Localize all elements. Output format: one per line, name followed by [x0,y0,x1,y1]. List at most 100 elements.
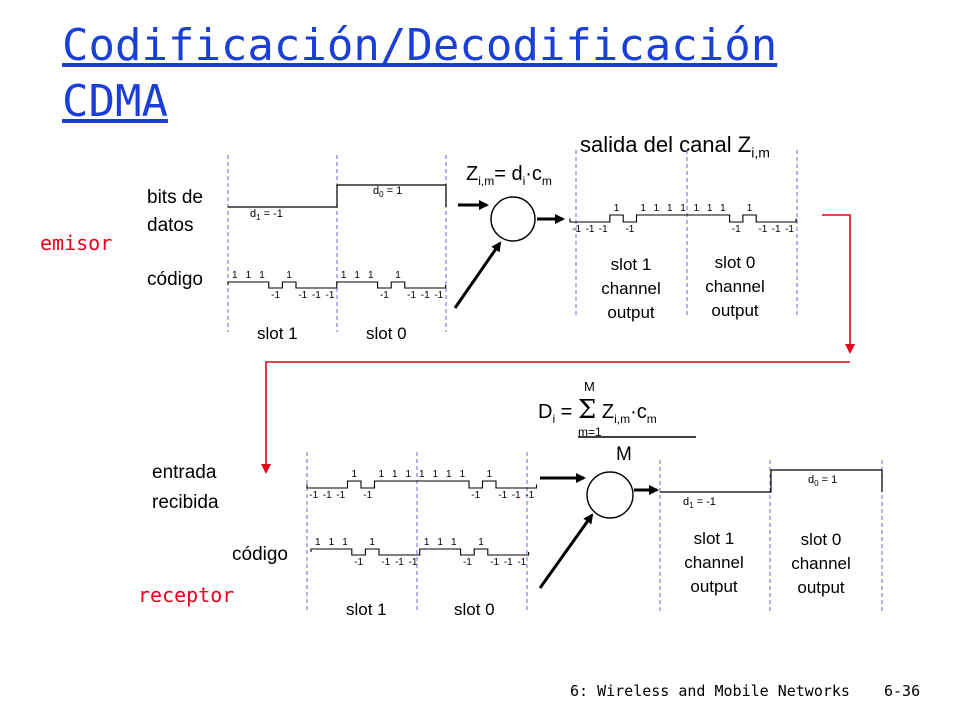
receiver-input-chip-label: 1 [446,469,452,480]
receiver-input-chip-label: 1 [351,469,357,480]
receiver-input-chip-label: 1 [392,469,398,480]
sender-code-chip-label: -1 [312,290,321,301]
sender-code-chip-label: -1 [407,290,416,301]
receiver-code-chip-label: -1 [354,557,363,568]
sender-code-chip-label: -1 [271,290,280,301]
received-input-label-line1: entrada [152,462,217,483]
receiver-input-chip-label: -1 [323,490,332,501]
receiver-code-chip-label: -1 [490,557,499,568]
receiver-code-chip-label: -1 [409,557,418,568]
receiver-code-chip-label: -1 [381,557,390,568]
receiver-code-chip-label: -1 [517,557,526,568]
receiver-role-label: receptor [138,583,235,607]
channel-output-chip-label: 1 [747,203,753,214]
sender-code-chip-label: -1 [434,290,443,301]
sender-data-bits-waveform [228,184,447,208]
receiver-code-chip-label: 1 [437,537,443,548]
channel-output-chip-label: 1 [654,203,660,214]
code-to-decoder-arrow [538,513,594,589]
decoder-sigma-top: M [584,379,595,394]
sender-code-chip-label: -1 [380,290,389,301]
receiver-input-chip-label: 1 [378,469,384,480]
receiver-code-chip-label: 1 [315,537,321,548]
channel-output-chip-label: -1 [599,224,608,235]
channel-output-title: salida del canal Zi,m [580,132,770,161]
channel-output-chip-label: 1 [680,203,686,214]
sender-d0-label: d0 = 1 [373,185,402,199]
receiver-input-chip-label: -1 [498,490,507,501]
receiver-d1-label: d1 = -1 [683,496,716,510]
channel-output-chip-label: 1 [640,203,646,214]
page-title: Codificación/Decodificación CDMA [62,20,778,127]
receiver-input-chip-label: -1 [336,490,345,501]
receiver-input-chip-label: -1 [363,490,372,501]
channel-output-chip-label: -1 [758,224,767,235]
code-to-encoder-arrow [453,241,502,309]
footer-page: 6-36 [884,682,921,700]
channel-output-chip-label: -1 [572,224,581,235]
receiver-decoded-waveform [660,469,883,493]
receiver-code-chip-label: 1 [329,537,335,548]
channel-output-chip-label: 1 [614,203,620,214]
sender-role-label: emisor [40,231,113,255]
channel-output-chip-label: 1 [667,203,673,214]
channel-output-chip-label: 1 [720,203,726,214]
receiver-input-chip-label: 1 [486,469,492,480]
decoder-sigma-bottom: m=1 [578,425,602,439]
sender-code-chip-label: 1 [395,270,401,281]
receiver-slot0-label: slot 0 [454,600,495,619]
sender-code-chip-label: 1 [286,270,292,281]
footer-chapter: 6: Wireless and Mobile Networks [570,682,850,700]
received-input-label-line2: recibida [152,492,219,513]
receiver-code-chip-label: 1 [342,537,348,548]
receiver-code-chip-label: 1 [478,537,484,548]
receiver-code-label: código [232,544,288,565]
receiver-code-chip-label: 1 [369,537,375,548]
channel-output-chip-label: -1 [585,224,594,235]
channel-output-chip-label: -1 [625,224,634,235]
sender-code-chip-label: -1 [421,290,430,301]
sender-code-chip-label: 1 [246,270,252,281]
receiver-code-chip-label: -1 [395,557,404,568]
receiver-input-chip-label: 1 [405,469,411,480]
encoder-formula: Zi,m= di·cm [466,163,552,188]
receiver-input-chip-label: 1 [419,469,425,480]
receiver-input-chip-label: 1 [459,469,465,480]
channel-output-waveform [569,214,797,223]
sender-code-chip-label: 1 [368,270,374,281]
data-bits-label-line2: datos [147,215,194,236]
channel-down-arrow [822,214,855,354]
sender-code-chip-label: 1 [259,270,265,281]
receiver-input-chip-label: -1 [512,490,521,501]
sender-slot1-label: slot 1 [257,324,298,343]
channel-output-chip-label: 1 [707,203,713,214]
sender-code-label: código [147,269,203,290]
channel-output-chip-label: -1 [772,224,781,235]
receiver-input-chip-label: -1 [309,490,318,501]
encoder-multiplier [490,196,536,242]
sender-code-chip-label: -1 [326,290,335,301]
receiver-input-chip-label: -1 [525,490,534,501]
receiver-d0-label: d0 = 1 [808,474,837,488]
receiver-code-chip-label: 1 [424,537,430,548]
receiver-input-chip-label: -1 [471,490,480,501]
receiver-code-waveform [310,548,530,556]
channel-to-receiver-arrow [261,361,850,474]
sender-code-chip-label: 1 [341,270,347,281]
channel-output-chip-label: -1 [732,224,741,235]
channel-output-chip-label: -1 [785,224,794,235]
receiver-slot1-label: slot 1 [346,600,387,619]
receiver-code-chip-label: 1 [451,537,457,548]
channel-output-chip-label: 1 [694,203,700,214]
sender-code-chip-label: -1 [298,290,307,301]
sender-code-waveform [227,281,447,289]
data-bits-label-line1: bits de [147,187,203,208]
receiver-code-chip-label: -1 [463,557,472,568]
receiver-input-chip-label: 1 [432,469,438,480]
receiver-code-chip-label: -1 [504,557,513,568]
